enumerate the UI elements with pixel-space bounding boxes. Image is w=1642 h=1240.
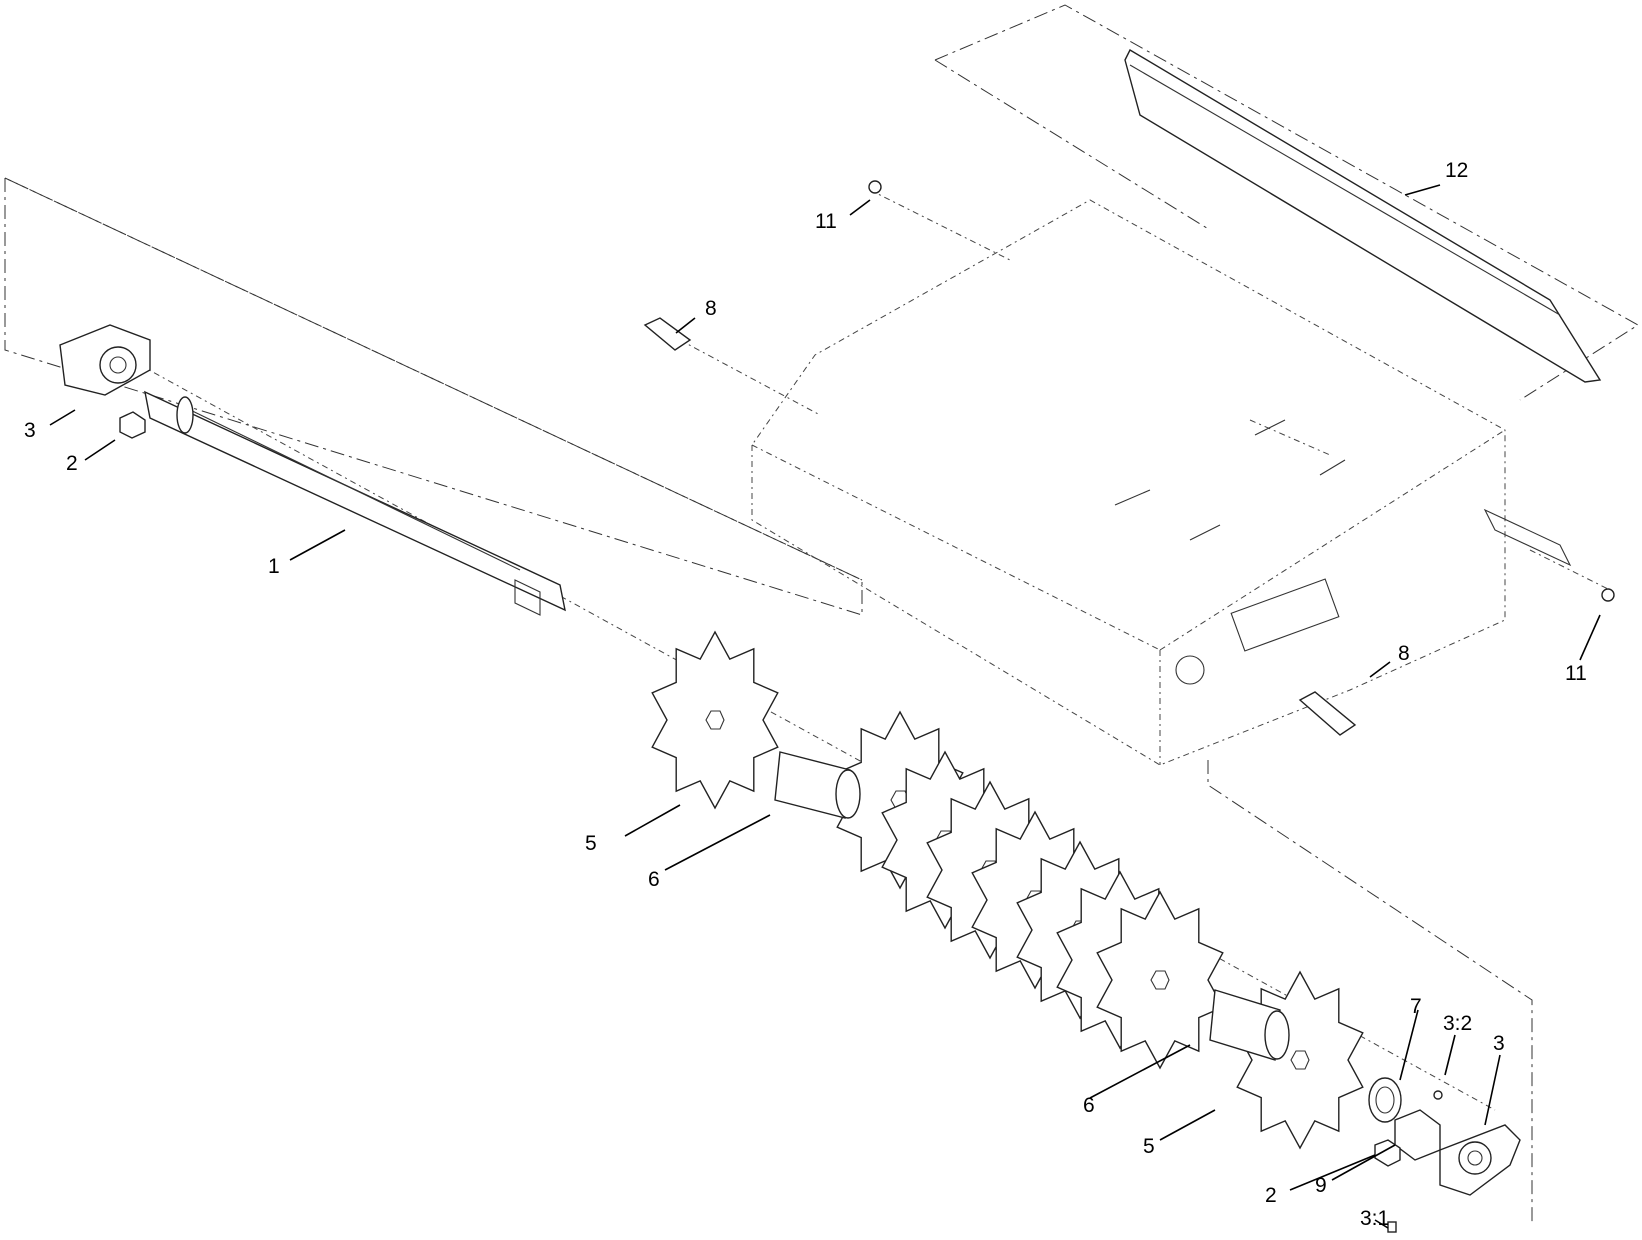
tine-discs: [651, 630, 1364, 1150]
tine-disc-hub: [705, 710, 725, 730]
callout-2-right: 2: [1265, 1184, 1277, 1207]
callout-8-right: 8: [1398, 642, 1410, 665]
leader-lines: [49, 184, 1601, 1229]
callout-5-right: 5: [1143, 1135, 1155, 1158]
callout-6-right: 6: [1083, 1094, 1095, 1117]
callout-3-right: 3: [1493, 1032, 1505, 1055]
nut-left: [119, 411, 146, 439]
tine-disc: [1236, 970, 1364, 1150]
spacers: [774, 751, 1290, 1061]
center-axes: [139, 189, 1611, 1111]
callout-2-left: 2: [66, 452, 78, 475]
tine-disc: [651, 630, 779, 810]
callout-6-left: 6: [648, 868, 660, 891]
callout-3-2: 3:2: [1443, 1012, 1472, 1035]
callout-11-top: 11: [815, 210, 837, 233]
bolts: [643, 317, 1357, 736]
callout-8-top: 8: [705, 297, 717, 320]
callout-5-left: 5: [585, 832, 597, 855]
callout-labels: 1 2 3 5 6 8 8 11 11 12 6 5 7 3:2 3 2 9 3…: [24, 159, 1587, 1230]
callout-3-1: 3:1: [1360, 1207, 1389, 1230]
callout-7: 7: [1410, 995, 1422, 1018]
tine-disc: [1096, 890, 1224, 1070]
right-hardware: [1368, 1077, 1521, 1233]
bearing-left: [59, 324, 151, 396]
callout-3-left: 3: [24, 419, 36, 442]
callout-11-right: 11: [1565, 662, 1587, 685]
assembly-boundaries: [4, 4, 1639, 1225]
shaft: [144, 390, 566, 616]
tine-disc-hub: [1150, 970, 1170, 990]
screws: [868, 180, 1615, 602]
chute-housing: [751, 199, 1572, 766]
callout-12: 12: [1445, 159, 1468, 182]
callout-9: 9: [1315, 1174, 1327, 1197]
deflector-strip: [1124, 49, 1602, 383]
callout-1: 1: [268, 555, 280, 578]
tine-disc-hub: [1290, 1050, 1310, 1070]
